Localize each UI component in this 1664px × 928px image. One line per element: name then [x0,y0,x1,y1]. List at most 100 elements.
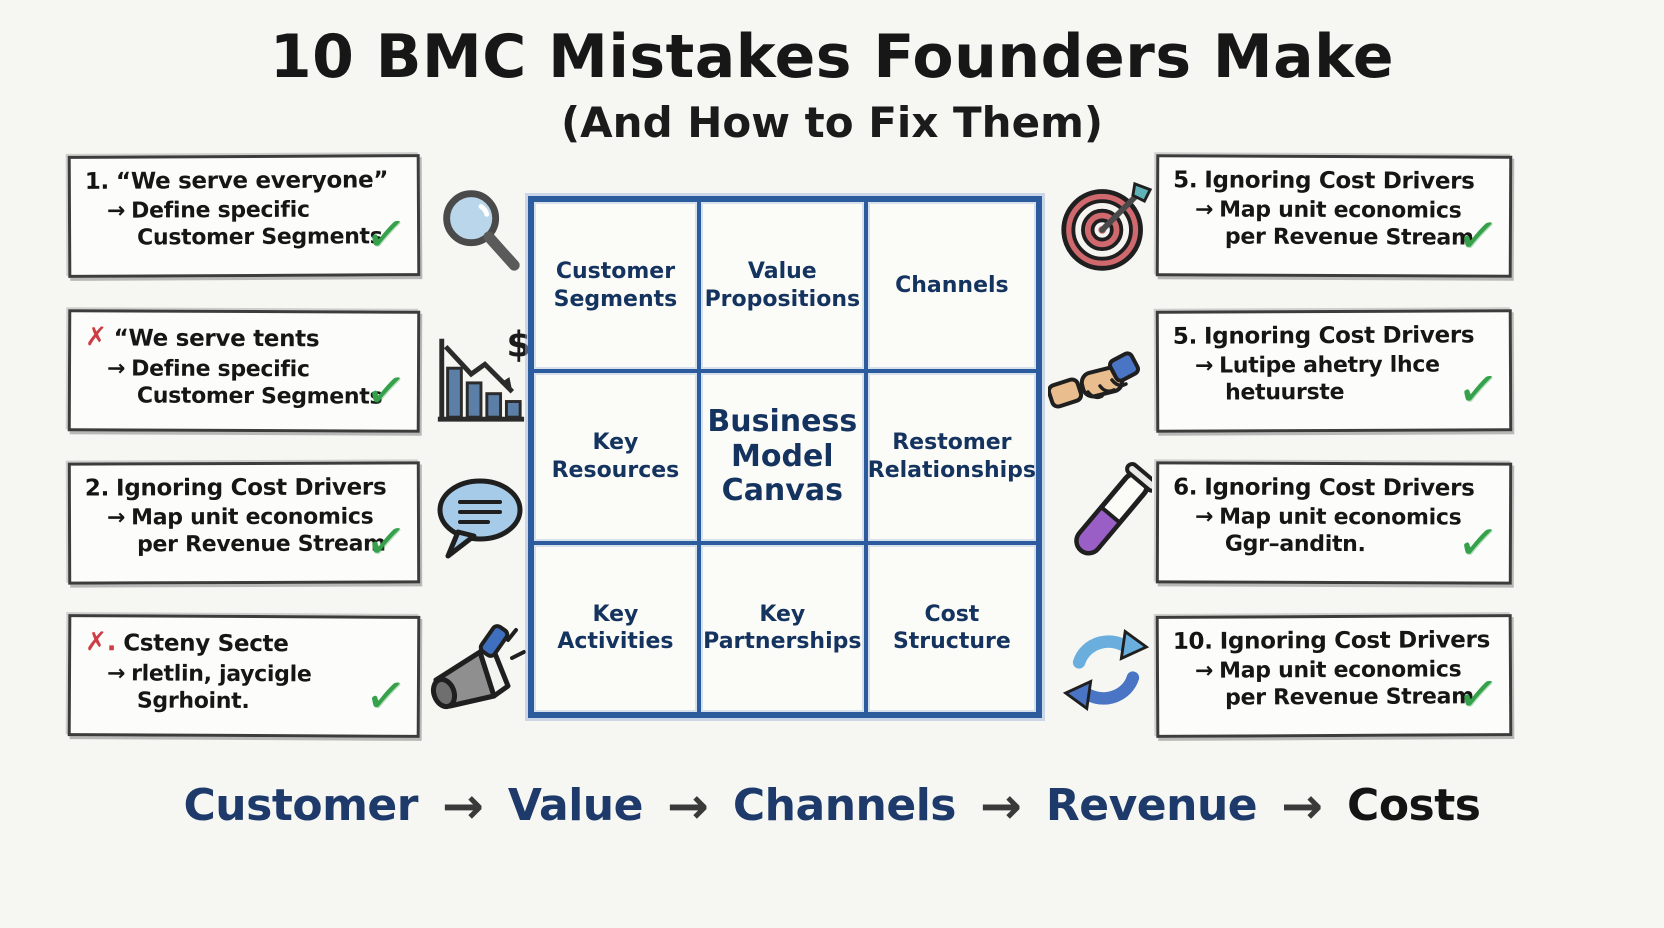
note-title: 6. Ignoring Cost Drivers [1173,474,1475,501]
note-title: 5. Ignoring Cost Drivers [1172,322,1475,350]
arrow-icon: → [106,661,126,687]
page-subtitle: (And How to Fix Them) [560,98,1104,147]
note-fix-line1: →Map unit economics [1195,657,1465,683]
note-fix-line1: →rletlin, jaycigle [107,661,373,687]
x-mark-icon: ✗. [85,627,117,658]
note-title: ✗ “We serve tents [85,322,373,353]
note-title-text: Csteny Secte [123,630,289,658]
x-mark-icon: ✗ [85,322,107,353]
bmc-cell-key-resources: Key Resources [532,371,699,543]
note-fix-line1: →Map unit economics [107,505,373,531]
flow-step-revenue: Revenue [1045,780,1258,831]
note-fix-line2: Ggr–anditn. [1224,531,1366,558]
check-icon: ✓ [1454,358,1502,421]
note-fix-text1: Map unit economics [1219,197,1462,224]
bmc-cell-center-title: Business Model Canvas [698,371,866,543]
note-marker: 1. [84,168,110,195]
note-fix-text1: Lutipe ahetry lhce [1219,352,1440,379]
flow-arrow-icon: → [1281,776,1324,835]
note-fix-text1: Map unit economics [1219,504,1462,531]
note-fix-line2: Customer Segments [137,224,383,251]
note-fix-text1: Map unit economics [1219,657,1462,684]
note-box-left-4: ✗. Csteny Secte →rletlin, jaycigle Sgrho… [67,614,421,738]
note-title-text: “We serve tents [113,325,320,353]
note-fix-line1: →Lutipe ahetry lhce [1194,352,1465,379]
note-fix-line2: per Revenue Stream [1225,684,1474,711]
flow-arrow-icon: → [666,776,709,835]
note-title-text: “We serve everyone” [115,167,389,195]
note-fix-line2: Sgrhoint. [136,688,250,715]
flow-step-value: Value [507,780,644,831]
bmc-cell-value-propositions: Value Propositions [698,200,866,372]
note-box-right-3: 6. Ignoring Cost Drivers →Map unit econo… [1155,461,1513,585]
bmc-cell-channels: Channels [865,200,1038,372]
note-fix-line2: Customer Segments [136,383,383,410]
check-icon: ✓ [1453,204,1502,267]
note-fix-text1: rletlin, jaycigle [131,661,312,688]
page-title: 10 BMC Mistakes Founders Make [269,22,1395,92]
note-box-left-1: 1. “We serve everyone” →Define specific … [67,154,421,278]
note-fix-line2: per Revenue Stream [137,531,386,558]
note-fix-line1: →Map unit economics [1195,197,1465,223]
note-marker: 5. [1173,167,1198,194]
arrow-icon: → [106,505,126,531]
arrow-icon: → [1194,504,1214,530]
note-title: 2. Ignoring Cost Drivers [84,475,387,502]
note-fix-line1: →Define specific [107,356,373,382]
flow-step-customer: Customer [183,780,419,831]
note-box-left-2: ✗ “We serve tents →Define specific Custo… [67,309,421,433]
arrow-icon: → [1194,658,1214,684]
note-fix-line2: hetuurste [1225,379,1345,406]
note-marker: 5. [1172,323,1198,350]
note-title-text: Ignoring Cost Drivers [115,474,387,502]
note-title: 1. “We serve everyone” [84,167,389,195]
check-icon: ✓ [361,664,410,727]
check-icon: ✓ [1454,511,1502,574]
bmc-cell-customer-segments: Customer Segments [532,200,699,372]
note-box-right-2: 5. Ignoring Cost Drivers →Lutipe ahetry … [1155,309,1513,433]
note-title: 5. Ignoring Cost Drivers [1173,167,1475,194]
flow-arrow-icon: → [979,776,1022,835]
arrow-icon: → [106,198,126,224]
note-fix-text1: Define specific [131,356,310,383]
declining-chart-icon: $ [437,328,528,422]
bmc-cell-key-partnerships: Key Partnerships [698,542,866,714]
test-tube-icon [1074,462,1152,556]
arrow-icon: → [1194,353,1214,379]
speech-bubble-icon [437,478,523,559]
target-icon [1061,181,1153,271]
flow-step-channels: Channels [732,780,957,831]
check-icon: ✓ [362,203,410,266]
note-fix-line2: per Revenue Stream [1224,224,1474,251]
note-title: ✗. Csteny Secte [85,627,373,659]
bmc-cell-customer-relationships: Restomer Relationships [865,371,1038,543]
note-marker: 2. [84,475,110,502]
note-title-text: Ignoring Cost Drivers [1203,322,1475,350]
note-title-text: Ignoring Cost Drivers [1219,627,1491,655]
note-fix-line1: →Define specific [106,197,373,224]
note-title-text: Ignoring Cost Drivers [1204,167,1475,195]
svg-text:$: $ [506,328,528,365]
bottom-flow: Customer → Value → Channels → Revenue → … [0,780,1664,831]
note-title: 10. Ignoring Cost Drivers [1172,627,1490,655]
flow-step-costs: Costs [1347,780,1481,831]
note-box-right-1: 5. Ignoring Cost Drivers →Map unit econo… [1155,154,1513,278]
flow-arrow-icon: → [441,776,484,835]
magnifier-icon [443,190,520,271]
arrow-icon: → [106,356,126,382]
check-icon: ✓ [1454,663,1502,726]
bmc-cell-key-activities: Key Activities [532,542,699,714]
note-box-left-3: 2. Ignoring Cost Drivers →Map unit econo… [67,461,421,585]
note-fix-line1: →Map unit economics [1195,505,1465,531]
note-marker: 10. [1172,628,1213,655]
handshake-icon [1048,351,1140,409]
note-box-right-4: 10. Ignoring Cost Drivers →Map unit econ… [1155,614,1513,738]
note-fix-text1: Map unit economics [131,504,374,531]
megaphone-icon [430,624,526,710]
business-model-canvas-grid: Customer Segments Value Propositions Cha… [528,196,1042,718]
refresh-arrows-icon [1062,629,1150,711]
arrow-icon: → [1194,197,1214,223]
note-marker: 6. [1173,474,1198,501]
note-title-text: Ignoring Cost Drivers [1204,474,1475,502]
